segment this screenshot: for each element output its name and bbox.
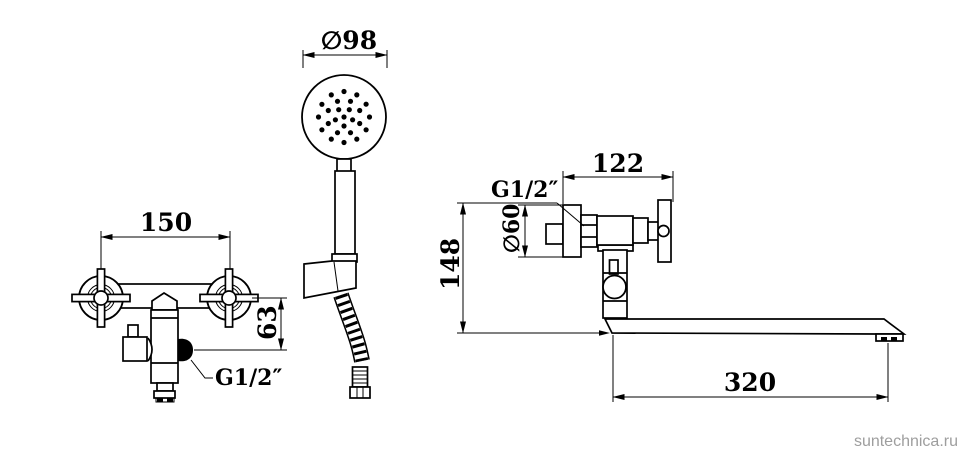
label-inlet-thread: G1/2″ [457, 177, 585, 227]
shower-holder [303, 253, 358, 300]
dim-head-diameter: ∅98 [302, 26, 388, 68]
escutcheon [562, 204, 582, 258]
spray-holes [315, 88, 373, 146]
wall-height-label: 148 [436, 238, 465, 290]
spout-length-label: 320 [724, 368, 776, 397]
dim-escutcheon-diameter: ∅60 [499, 204, 563, 258]
diverter-knob [602, 274, 627, 300]
spout [603, 318, 907, 342]
outlet-thread-label: G1/2″ [215, 365, 282, 391]
dim-spout-length: 320 [612, 335, 889, 402]
cross-handle-left [71, 268, 131, 328]
label-outlet-thread: G1/2″ [190, 359, 282, 391]
hex-nut [580, 214, 598, 248]
hand-shower-view: ∅98 [301, 26, 388, 399]
valve-body [596, 215, 634, 246]
mixer-body [150, 309, 179, 384]
spout-aerator [875, 333, 904, 342]
swivel-body [597, 244, 634, 319]
spout-drop-label: 63 [253, 305, 282, 340]
escutcheon-diameter-label: ∅60 [499, 204, 525, 253]
diverter-block [122, 324, 153, 362]
body-width-label: 122 [592, 149, 644, 178]
shower-outlet-nub [178, 338, 193, 362]
dim-wall-height: 148 [436, 202, 610, 336]
mixer-side-view: 122 G1/2″ ∅60 148 320 [436, 149, 907, 402]
dim-body-width: 122 [562, 149, 674, 204]
inlet-thread-label: G1/2″ [491, 177, 558, 203]
wall-inlet [545, 223, 564, 245]
dim-spout-drop: 63 [194, 297, 287, 351]
shower-neck [336, 158, 352, 173]
hose-nut [349, 386, 371, 399]
shower-handle [334, 170, 356, 255]
valve-assembly [545, 199, 672, 263]
center-distance-label: 150 [140, 208, 192, 237]
aerator-front [153, 382, 176, 403]
shower-hose [333, 292, 371, 399]
dim-center-distance: 150 [100, 208, 231, 271]
watermark: suntechnica.ru [854, 433, 958, 450]
handle-neck [632, 217, 649, 244]
mixer-front-view: 150 [71, 208, 287, 403]
head-diameter-label: ∅98 [321, 26, 377, 55]
cross-handle-right [199, 268, 259, 328]
